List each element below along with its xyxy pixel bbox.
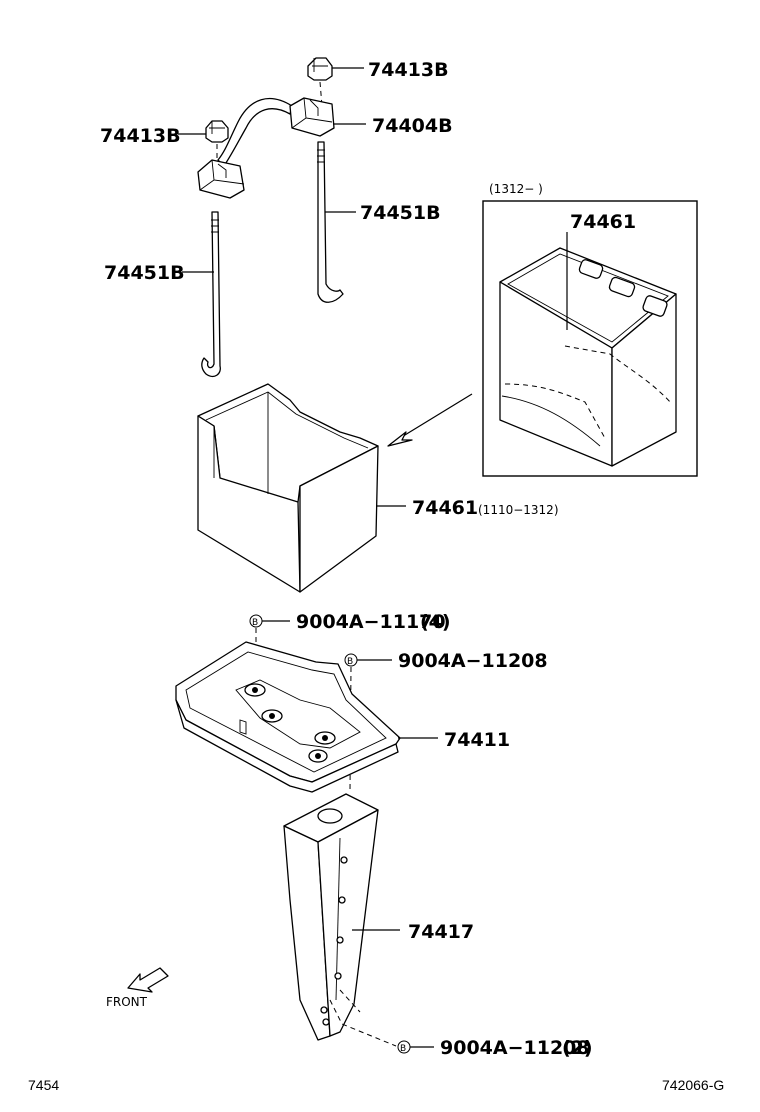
bolt-marker-tray-right: B <box>344 653 392 667</box>
label-9004a-11208-bracket-qty: (2) <box>562 1037 593 1059</box>
label-9004a-11208: 9004A−11208 <box>398 650 548 672</box>
bolt-bracket-guide <box>329 989 397 1047</box>
svg-text:B: B <box>400 1044 406 1054</box>
tray-74411 <box>175 641 438 793</box>
label-9004a-11208-bracket: 9004A−11208 <box>440 1037 590 1059</box>
footer-left-code: 7454 <box>28 1077 59 1093</box>
bolt-marker-bracket: B <box>397 1040 434 1054</box>
nut-74413b-top <box>307 57 364 81</box>
rod-74451b-right <box>317 141 356 303</box>
inset-range-label: (1312− ) <box>489 182 543 196</box>
bracket-74417 <box>283 793 400 1041</box>
inset-frame <box>482 200 698 477</box>
label-9004a-11170-qty: (4) <box>420 611 451 633</box>
footer-right-code: 742066-G <box>662 1077 724 1093</box>
label-74411: 74411 <box>444 729 510 751</box>
holder-74404b <box>197 97 366 199</box>
inset-pointer-arrow <box>387 393 473 447</box>
svg-text:B: B <box>252 618 258 628</box>
label-74404b: 74404B <box>372 115 453 137</box>
label-74461-main: 74461 <box>412 497 478 519</box>
label-74413b-top: 74413B <box>368 59 449 81</box>
nut-74413b-left <box>178 120 229 143</box>
bolt-marker-tray-top: B <box>249 614 290 628</box>
rod-74451b-left <box>182 211 221 378</box>
label-74417: 74417 <box>408 921 474 943</box>
label-74461-main-range: (1110−1312) <box>478 503 559 517</box>
svg-text:B: B <box>347 657 353 667</box>
label-9004a-11170: 9004A−11170 <box>296 611 446 633</box>
front-label: FRONT <box>106 995 148 1009</box>
insulator-74461-inset <box>499 232 677 467</box>
label-74451b-right: 74451B <box>360 202 441 224</box>
front-arrow-icon <box>127 967 169 993</box>
label-74461-inset: 74461 <box>570 211 636 233</box>
label-74413b-left: 74413B <box>100 125 181 147</box>
label-74451b-left: 74451B <box>104 262 185 284</box>
insulator-74461-main <box>197 383 406 593</box>
